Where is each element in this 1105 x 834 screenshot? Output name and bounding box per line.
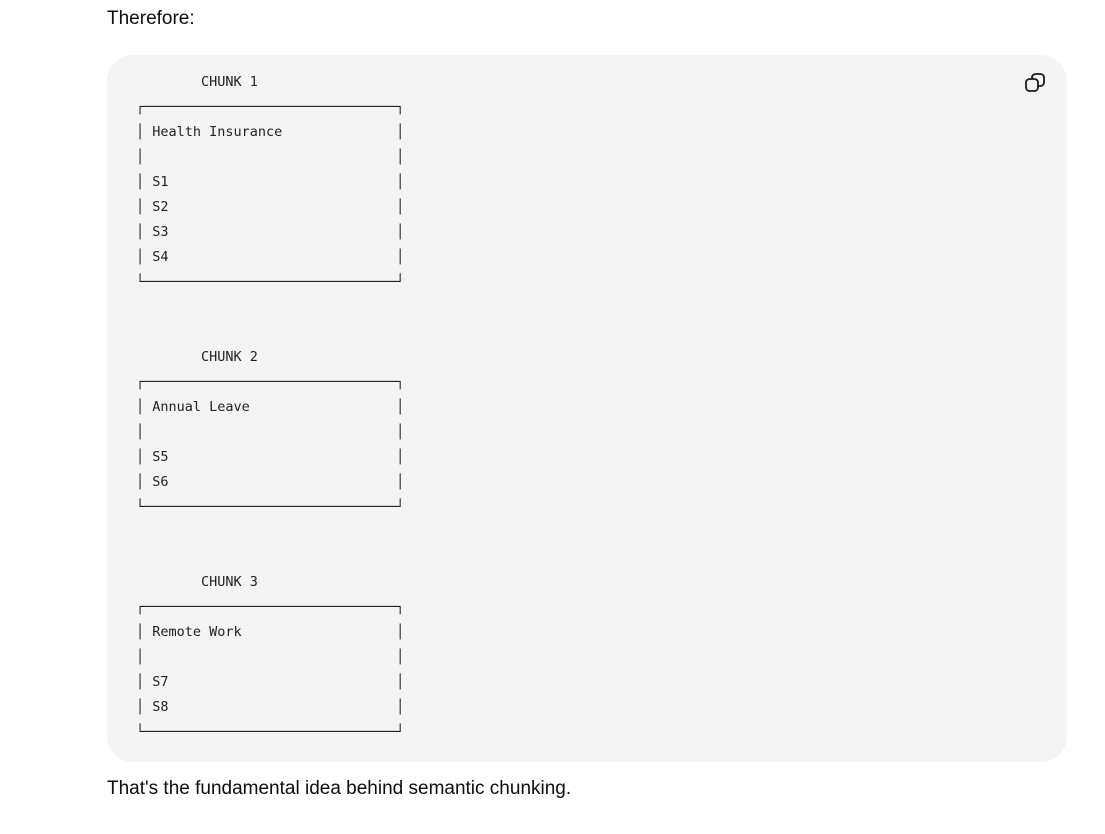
- code-content: CHUNK 1 ┌───────────────────────────────…: [136, 74, 405, 740]
- code-block: CHUNK 1 ┌───────────────────────────────…: [107, 55, 1067, 762]
- intro-paragraph: Therefore:: [107, 8, 195, 29]
- copy-icon: [1025, 73, 1045, 92]
- copy-button[interactable]: [1023, 71, 1047, 95]
- outro-paragraph: That's the fundamental idea behind seman…: [107, 778, 572, 799]
